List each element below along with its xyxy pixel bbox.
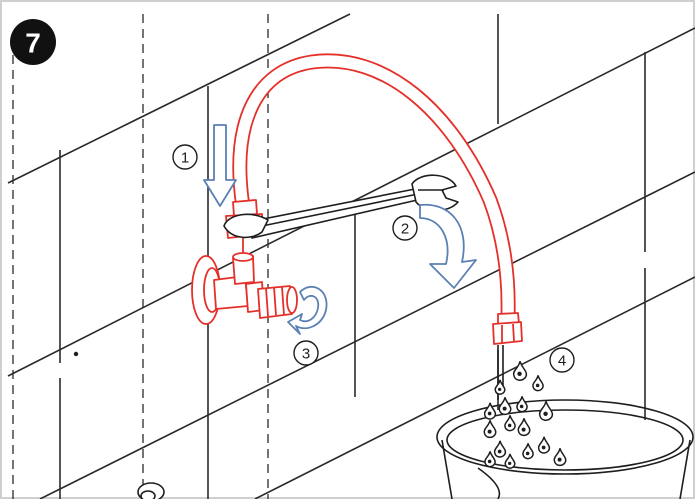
water-drop-icon xyxy=(517,418,531,437)
water-drop-highlight xyxy=(543,411,548,416)
water-drop-highlight xyxy=(525,451,530,456)
water-drop-highlight xyxy=(521,427,526,432)
water-drop-highlight xyxy=(517,371,522,376)
callout-3: 3 xyxy=(293,340,319,366)
water-drop-highlight xyxy=(541,445,546,450)
water-drop-icon xyxy=(484,451,496,468)
angle-valve xyxy=(191,236,298,325)
fitting-stub xyxy=(137,482,165,499)
water-drop-icon xyxy=(504,415,516,432)
water-drop-icon xyxy=(512,360,528,381)
water-drop-icon xyxy=(504,453,516,469)
step-number: 7 xyxy=(25,28,41,59)
water-drop-highlight xyxy=(487,411,492,416)
water-drop-icon xyxy=(498,397,512,416)
water-drop-icon xyxy=(532,375,544,392)
step-number-badge: 7 xyxy=(10,19,56,65)
wall-tiles xyxy=(7,13,695,499)
water-drop-highlight xyxy=(519,404,524,409)
water-drop-icon xyxy=(483,402,497,420)
water-drop-highlight xyxy=(487,459,492,464)
callout-1: 1 xyxy=(172,144,198,170)
water-drop-highlight xyxy=(508,461,512,465)
bucket-icon xyxy=(436,399,694,499)
water-drop-icon xyxy=(516,396,528,413)
wall-hole xyxy=(73,351,79,357)
water-drop-highlight xyxy=(507,423,512,428)
callout-2-label: 2 xyxy=(401,221,409,238)
callout-2: 2 xyxy=(392,215,418,241)
water-drop-highlight xyxy=(497,449,502,454)
rotate-valve-arrow-icon xyxy=(287,286,328,335)
push-down-arrow-icon xyxy=(203,124,237,207)
rotate-wrench-arrow-icon xyxy=(419,203,477,289)
water-drop-icon xyxy=(537,436,551,454)
water-drop-icon xyxy=(553,448,567,467)
water-drop-highlight xyxy=(557,457,562,462)
water-drop-highlight xyxy=(498,387,502,391)
callout-3-label: 3 xyxy=(302,346,310,363)
stud-guides xyxy=(12,14,269,499)
water-drop-icon xyxy=(483,420,497,439)
open-end-wrench-icon xyxy=(223,174,459,239)
callout-1-label: 1 xyxy=(181,150,189,167)
water-drop-highlight xyxy=(535,383,540,388)
callout-4: 4 xyxy=(549,347,575,373)
motion-arrows xyxy=(203,124,477,335)
callout-4-label: 4 xyxy=(558,353,566,370)
water-drop-icon xyxy=(522,443,534,460)
water-drop-icon xyxy=(494,379,506,395)
water-drop-highlight xyxy=(487,429,492,434)
water-drop-icon xyxy=(493,440,507,458)
water-drops-icon xyxy=(483,345,567,469)
water-drop-icon xyxy=(538,400,554,421)
water-drop-highlight xyxy=(502,406,507,411)
